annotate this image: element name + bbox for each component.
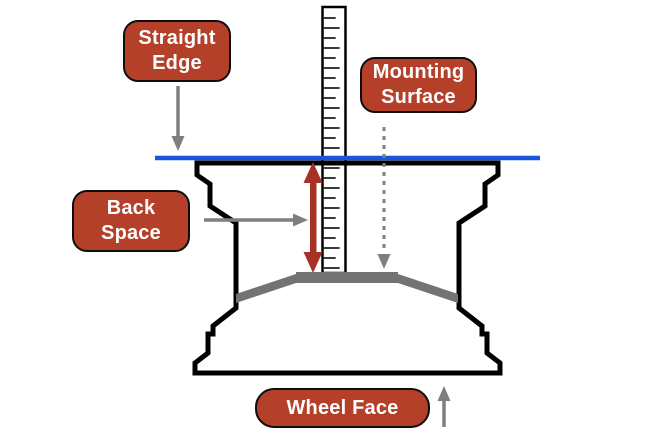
mounting-surface-label: Mounting Surface <box>360 57 477 113</box>
wheel-face-label: Wheel Face <box>255 388 430 428</box>
measure-arrow-down-head <box>303 252 323 273</box>
back-space-label: Back Space <box>72 190 190 252</box>
straight-edge-label: Straight Edge <box>123 20 231 82</box>
measure-arrow-shaft <box>310 179 317 257</box>
left-spoke-arm <box>236 274 296 303</box>
wheel-profile-outline <box>192 160 503 376</box>
ruler <box>321 5 347 275</box>
measure-arrow-up-head <box>303 162 323 183</box>
mounting-surface-pointer-arrow-icon <box>377 127 391 269</box>
back-space-pointer-arrow-icon <box>204 213 308 227</box>
hub-pad <box>296 272 398 283</box>
backspace-measure-arrow-icon <box>303 162 323 273</box>
mounting-surface-shape <box>236 272 458 303</box>
wheel-face-pointer-arrow-icon <box>437 386 451 427</box>
straight-edge-pointer-arrow-icon <box>171 86 185 151</box>
ruler-body <box>321 5 347 275</box>
right-spoke-arm <box>398 274 458 303</box>
